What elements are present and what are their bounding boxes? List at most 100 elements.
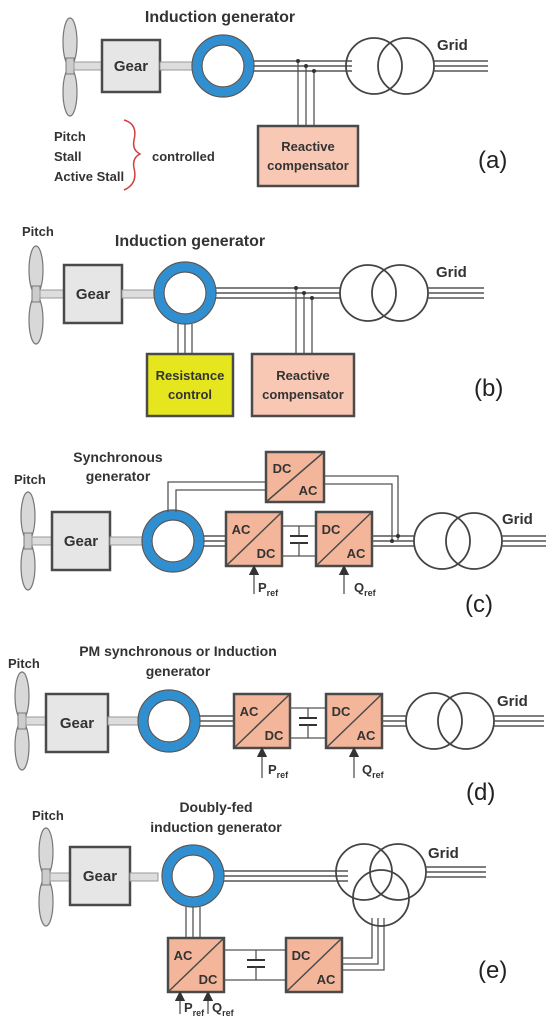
generator-title: Induction generator — [115, 233, 265, 250]
pref-label: P — [258, 580, 267, 595]
gear-label: Gear — [64, 533, 98, 550]
pitch-label: Pitch — [22, 224, 54, 239]
transformer-icon — [413, 512, 503, 570]
converter-dc-ac: DC AC — [324, 692, 384, 750]
converter-output-label: DC — [257, 546, 276, 561]
compensator-label-line1: Reactive — [276, 368, 329, 383]
dc-link-capacitor — [224, 949, 286, 981]
qref-subscript: ref — [372, 770, 385, 780]
compensator-label-line2: compensator — [262, 387, 344, 402]
transformer-icon — [339, 264, 429, 322]
transformer-icon — [405, 692, 495, 750]
panel-label: (a) — [478, 147, 507, 174]
converter-ac-dc: AC DC — [232, 692, 292, 750]
pref-label: P — [268, 762, 277, 777]
converter-output-label: DC — [265, 728, 284, 743]
converter-output-label: AC — [299, 483, 318, 498]
pref-arrow: Pref — [256, 746, 290, 780]
grid-label: Grid — [502, 511, 533, 528]
panel-label: (e) — [478, 957, 507, 984]
qref-subscript: ref — [222, 1008, 235, 1018]
gear-label: Gear — [114, 58, 148, 75]
induction-generator-icon — [191, 34, 255, 98]
pitch-label: Pitch — [32, 808, 64, 823]
panel-e: Pitch Gear Doubly-fed induction generato… — [32, 799, 507, 1018]
generator-title: Induction generator — [145, 9, 295, 26]
doubly-fed-generator-icon — [161, 844, 225, 908]
pref-arrow: Pref — [174, 990, 206, 1018]
converter-ac-dc: AC DC — [166, 936, 226, 994]
grid-connection — [428, 287, 484, 299]
panel-b: Pitch Gear Induction generator Resistanc… — [22, 224, 503, 418]
converter-output-label: AC — [357, 728, 376, 743]
stator-bus — [204, 535, 226, 547]
converter-input-label: DC — [332, 704, 351, 719]
turbine-rotor-icon — [62, 17, 78, 117]
qref-label: Q — [362, 762, 372, 777]
output-bus — [382, 715, 406, 727]
generator-title-line2: generator — [86, 468, 151, 484]
qref-label: Q — [354, 580, 364, 595]
gear-label: Gear — [83, 868, 117, 885]
control-pitch: Pitch — [54, 129, 86, 144]
pitch-label: Pitch — [14, 472, 46, 487]
controlled-label: controlled — [152, 149, 215, 164]
dc-link-capacitor — [290, 707, 326, 739]
svg-text:Qref: Qref — [212, 1000, 235, 1018]
pref-subscript: ref — [193, 1008, 206, 1018]
gear-box: Gear — [50, 510, 112, 572]
svg-text:Pref: Pref — [258, 580, 279, 598]
generator-title-line1: Doubly-fed — [179, 799, 252, 815]
converter-input-label: DC — [273, 461, 292, 476]
gear-label: Gear — [60, 715, 94, 732]
turbine-rotor-icon — [20, 491, 36, 591]
qref-arrow: Qref — [202, 990, 235, 1018]
svg-text:Qref: Qref — [354, 580, 377, 598]
converter-output-label: AC — [317, 972, 336, 987]
three-winding-transformer-icon — [335, 843, 427, 927]
compensator-label-line2: compensator — [267, 158, 349, 173]
qref-arrow: Qref — [348, 746, 385, 780]
panel-label: (b) — [474, 375, 503, 402]
excitation-wiring — [167, 475, 399, 540]
induction-generator-icon — [153, 261, 217, 325]
converter-input-label: AC — [240, 704, 259, 719]
converter-ac-dc: AC DC — [224, 510, 284, 568]
output-bus — [372, 534, 414, 547]
stator-bus — [200, 715, 234, 727]
converter-dc-ac-top: DC AC — [264, 450, 326, 504]
resistance-label-line2: control — [168, 387, 212, 402]
pref-subscript: ref — [277, 770, 290, 780]
resistance-control-box: Resistance control — [145, 352, 235, 418]
dc-link-capacitor — [282, 525, 316, 557]
converter-output-label: DC — [199, 972, 218, 987]
grid-label: Grid — [497, 693, 528, 710]
rotor-side-feed — [342, 918, 385, 971]
gear-box: Gear — [68, 845, 132, 907]
pitch-label: Pitch — [8, 656, 40, 671]
svg-text:Qref: Qref — [362, 762, 385, 780]
reactive-compensator-box: Reactive compensator — [250, 352, 356, 418]
pref-subscript: ref — [267, 588, 280, 598]
qref-arrow: Qref — [338, 564, 377, 598]
generator-title-line1: Synchronous — [73, 449, 163, 465]
synchronous-generator-icon — [141, 509, 205, 573]
power-bus — [254, 59, 352, 126]
gear-box: Gear — [100, 38, 162, 94]
grid-connection — [426, 866, 486, 878]
pref-arrow: Pref — [248, 564, 279, 598]
turbine-rotor-icon — [28, 245, 44, 345]
generator-title-line2: induction generator — [150, 819, 282, 835]
control-active-stall: Active Stall — [54, 169, 124, 184]
turbine-rotor-icon — [38, 827, 54, 927]
gear-box: Gear — [62, 263, 124, 325]
turbine-rotor-icon — [14, 671, 30, 771]
grid-connection — [494, 715, 544, 727]
converter-dc-ac: DC AC — [284, 936, 344, 994]
panel-label: (c) — [465, 591, 493, 618]
resistance-label-line1: Resistance — [156, 368, 225, 383]
panel-a: Gear Induction generator Reactive compen… — [54, 9, 507, 191]
converter-dc-ac: DC AC — [314, 510, 374, 568]
pm-generator-icon — [137, 689, 201, 753]
rotor-leads — [177, 324, 193, 354]
